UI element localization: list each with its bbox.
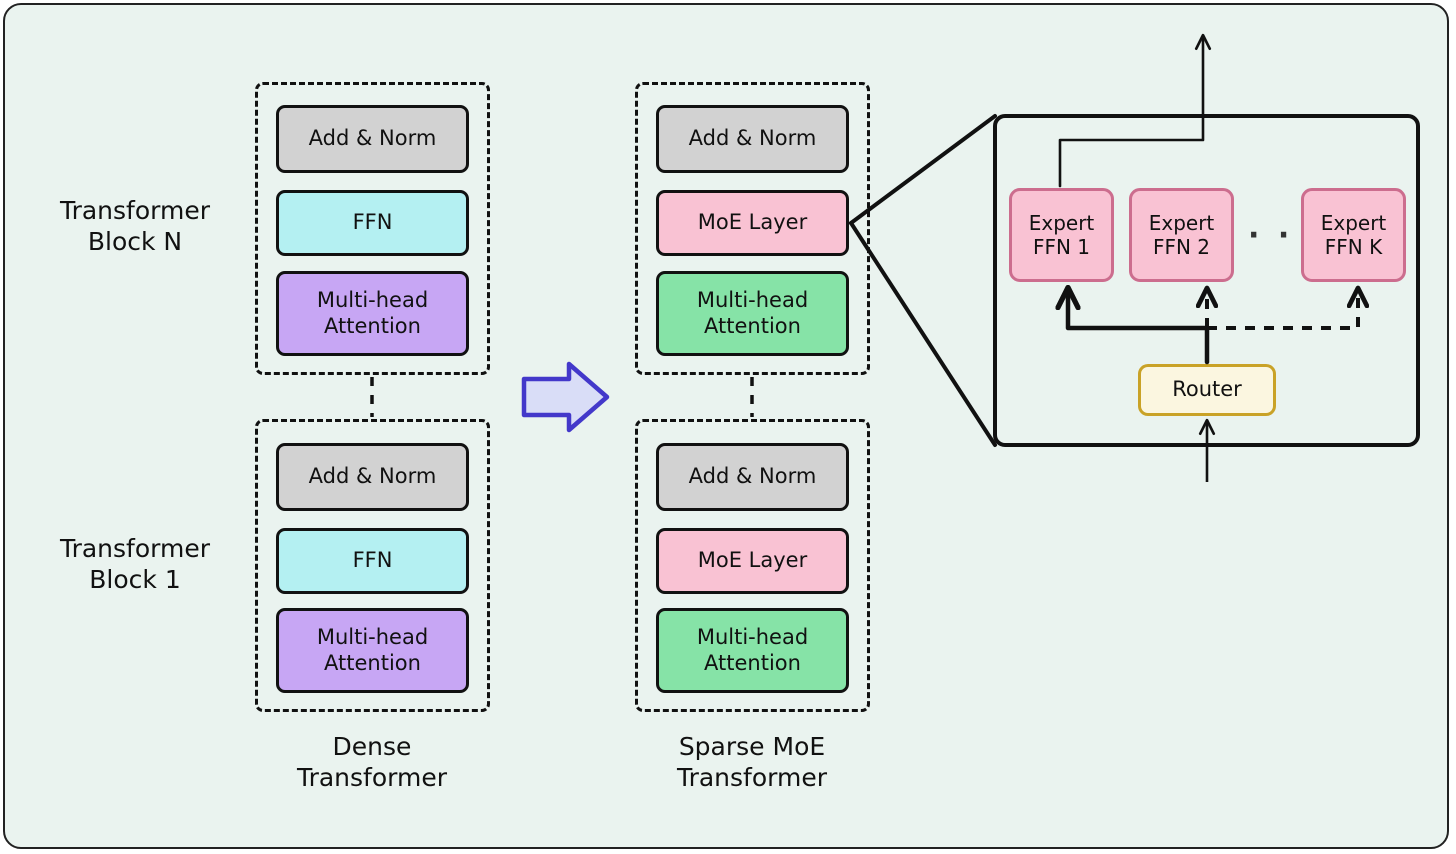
sparse-column-label: Sparse MoE Transformer <box>652 732 852 793</box>
sparse-block-n-add-norm-label: Add & Norm <box>688 126 817 151</box>
dense-block-1-add-norm[interactable]: Add & Norm <box>276 443 469 511</box>
row-label-block-1-line1: Transformer <box>59 534 210 563</box>
sparse-block-n-attention[interactable]: Multi-head Attention <box>656 271 849 356</box>
dense-block-1-attention-line2: Attention <box>324 650 421 675</box>
router-node[interactable]: Router <box>1138 364 1276 416</box>
row-label-block-n-line1: Transformer <box>59 196 210 225</box>
expert-ffn-2-line1: Expert <box>1148 210 1215 235</box>
sparse-block-1-group <box>635 419 870 712</box>
sparse-block-1-attention-line1: Multi-head <box>696 624 809 649</box>
dense-block-n-group <box>255 82 490 375</box>
dense-column-label: Dense Transformer <box>272 732 472 793</box>
row-label-block-1-line2: Block 1 <box>89 564 181 594</box>
expert-ffn-1-line2: FFN 1 <box>1032 235 1091 259</box>
sparse-block-1-add-norm-label: Add & Norm <box>688 464 817 489</box>
sparse-block-1-moe-layer-label: MoE Layer <box>697 548 808 573</box>
dense-block-1-add-norm-label: Add & Norm <box>308 464 437 489</box>
dense-block-1-group <box>255 419 490 712</box>
dense-block-n-add-norm[interactable]: Add & Norm <box>276 105 469 173</box>
sparse-block-1-attention[interactable]: Multi-head Attention <box>656 608 849 693</box>
sparse-block-n-moe-layer-label: MoE Layer <box>697 210 808 235</box>
dense-block-n-ffn[interactable]: FFN <box>276 190 469 256</box>
expert-ffn-k-line2: FFN K <box>1324 235 1383 259</box>
expert-ffn-1[interactable]: Expert FFN 1 <box>1009 188 1114 282</box>
expert-ffn-k[interactable]: Expert FFN K <box>1301 188 1406 282</box>
dense-column-label-line1: Dense <box>332 732 412 761</box>
dense-block-1-attention-line1: Multi-head <box>316 624 429 649</box>
dense-block-1-ffn-label: FFN <box>352 548 393 573</box>
dense-block-1-ffn[interactable]: FFN <box>276 528 469 594</box>
row-label-block-1: Transformer Block 1 <box>35 534 235 595</box>
router-label: Router <box>1172 377 1242 402</box>
dense-block-1-attention[interactable]: Multi-head Attention <box>276 608 469 693</box>
dense-column-label-line2: Transformer <box>296 762 447 792</box>
dense-block-n-ffn-label: FFN <box>352 210 393 235</box>
row-label-block-n-line2: Block N <box>87 226 183 256</box>
sparse-block-n-attention-line1: Multi-head <box>696 287 809 312</box>
sparse-block-1-attention-line2: Attention <box>704 650 801 675</box>
sparse-block-n-moe-layer[interactable]: MoE Layer <box>656 190 849 256</box>
expert-ffn-k-line1: Expert <box>1320 210 1387 235</box>
sparse-column-label-line1: Sparse MoE <box>678 732 826 761</box>
sparse-block-1-add-norm[interactable]: Add & Norm <box>656 443 849 511</box>
dense-block-n-attention-line1: Multi-head <box>316 287 429 312</box>
expert-ffn-1-line1: Expert <box>1028 210 1095 235</box>
expert-ffn-2[interactable]: Expert FFN 2 <box>1129 188 1234 282</box>
dense-block-n-attention-line2: Attention <box>324 313 421 338</box>
row-label-block-n: Transformer Block N <box>35 196 235 257</box>
sparse-column-label-line2: Transformer <box>676 762 827 792</box>
dense-block-n-add-norm-label: Add & Norm <box>308 126 437 151</box>
sparse-block-n-add-norm[interactable]: Add & Norm <box>656 105 849 173</box>
sparse-block-n-attention-line2: Attention <box>704 313 801 338</box>
expert-ffn-2-line2: FFN 2 <box>1152 235 1211 259</box>
dense-block-n-attention[interactable]: Multi-head Attention <box>276 271 469 356</box>
sparse-block-1-moe-layer[interactable]: MoE Layer <box>656 528 849 594</box>
